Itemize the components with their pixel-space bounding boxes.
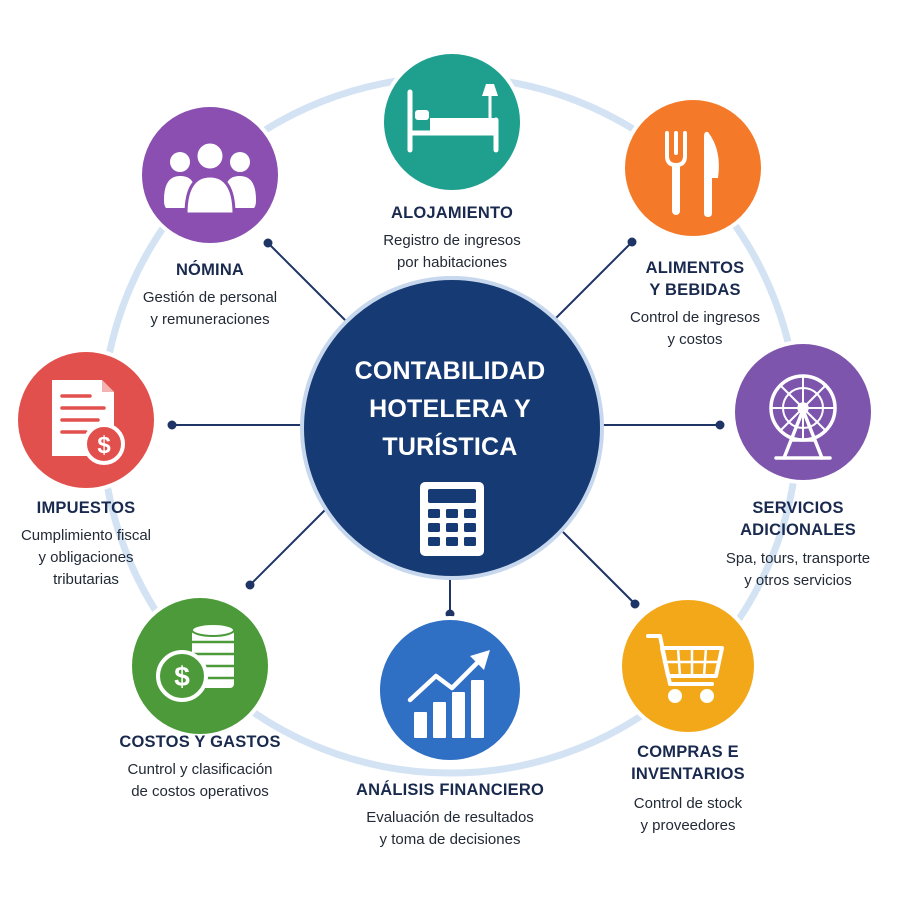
connectors <box>167 237 725 619</box>
servicios-title-line-2: ADICIONALES <box>740 521 856 539</box>
servicios-desc-line-1: Spa, tours, transporte <box>725 550 871 567</box>
node-nomina <box>138 103 282 247</box>
analisis-desc-line-2: y toma de decisiones <box>379 831 521 848</box>
alimentos-title-line-1: ALIMENTOS <box>645 259 745 277</box>
impuestos-description: Cumplimiento fiscal y obligaciones tribu… <box>0 525 172 591</box>
alojamiento-description: Registro de ingresos por habitaciones <box>342 230 562 274</box>
servicios-description: Spa, tours, transporte y otros servicios <box>700 548 896 592</box>
center-title-line-1: CONTABILIDAD <box>354 357 546 385</box>
impuestos-desc-line-1: Cumplimiento fiscal <box>20 527 152 544</box>
alimentos-desc-line-2: y costos <box>667 331 723 348</box>
node-alimentos-circle <box>621 96 765 240</box>
node-alojamiento <box>380 50 524 194</box>
costos-title: COSTOS Y GASTOS <box>100 731 300 753</box>
costos-description: Cuntrol y clasificación de costos operat… <box>90 759 310 803</box>
coins-icon: $ <box>156 623 235 702</box>
center-circle <box>300 276 604 580</box>
nomina-description: Gestión de personal y remuneraciones <box>110 287 310 331</box>
analisis-description: Evaluación de resultados y toma de decis… <box>336 807 564 851</box>
alimentos-title: ALIMENTOS Y BEBIDAS <box>600 257 790 301</box>
center-title-line-2: HOTELERA Y <box>369 395 531 423</box>
servicios-title: SERVICIOS ADICIONALES <box>700 497 896 541</box>
analisis-desc-line-1: Evaluación de resultados <box>366 809 534 826</box>
alimentos-desc-line-1: Control de ingresos <box>629 309 761 326</box>
alimentos-title-line-2: Y BEBIDAS <box>649 281 741 299</box>
svg-text:$: $ <box>174 661 190 692</box>
alojamiento-desc-line-2: por habitaciones <box>396 254 508 271</box>
impuestos-desc-line-2: y obligaciones <box>38 549 134 566</box>
servicios-desc-line-2: y otros servicios <box>744 572 852 589</box>
compras-desc-line-2: y proveedores <box>640 817 736 834</box>
connector-nomina <box>267 242 349 324</box>
node-servicios <box>731 340 875 484</box>
node-compras-circle <box>618 596 758 736</box>
connector-costos <box>249 509 326 586</box>
analisis-title: ANÁLISIS FINANCIERO <box>336 779 564 801</box>
nomina-title-line-1: NÓMINA <box>175 261 245 279</box>
center-title: CONTABILIDAD HOTELERA Y TURÍSTICA <box>320 352 580 466</box>
node-compras <box>618 596 758 736</box>
alojamiento-title-line-1: ALOJAMIENTO <box>391 204 513 222</box>
compras-title-line-2: INVENTARIOS <box>631 765 745 783</box>
connector-compras <box>562 531 636 605</box>
compras-title-line-1: COMPRAS E <box>637 743 739 761</box>
node-costos: $ <box>128 594 272 738</box>
people-icon <box>164 140 256 216</box>
impuestos-desc-line-3: tributarias <box>53 571 119 588</box>
connector-alimentos <box>551 241 633 323</box>
servicios-title-line-1: SERVICIOS <box>752 499 844 517</box>
shopping-cart-icon <box>646 634 724 703</box>
center-title-line-3: TURÍSTICA <box>382 433 518 461</box>
node-analisis <box>376 616 524 764</box>
analisis-title-line-1: ANÁLISIS FINANCIERO <box>355 781 545 799</box>
tax-document-icon: $ <box>52 380 125 465</box>
ferris-wheel-icon <box>769 374 837 460</box>
nomina-desc-line-1: Gestión de personal <box>142 289 278 306</box>
alojamiento-desc-line-1: Registro de ingresos <box>383 232 521 249</box>
node-impuestos: $ <box>14 348 158 492</box>
fork-knife-icon <box>665 131 719 217</box>
calculator-icon <box>420 482 484 556</box>
growth-chart-icon <box>407 650 490 738</box>
alojamiento-title: ALOJAMIENTO <box>352 202 552 224</box>
costos-title-line-1: COSTOS Y GASTOS <box>119 733 281 751</box>
costos-desc-line-2: de costos operativos <box>131 783 269 800</box>
nomina-title: NÓMINA <box>120 259 300 281</box>
impuestos-title: IMPUESTOS <box>0 497 172 519</box>
compras-desc-line-1: Control de stock <box>633 795 743 812</box>
node-alimentos <box>621 96 765 240</box>
alimentos-description: Control de ingresos y costos <box>590 307 800 351</box>
bed-icon <box>407 84 499 153</box>
impuestos-title-line-1: IMPUESTOS <box>36 499 136 517</box>
compras-title: COMPRAS E INVENTARIOS <box>593 741 783 785</box>
node-analisis-circle <box>376 616 524 764</box>
costos-desc-line-1: Cuntrol y clasificación <box>127 761 273 778</box>
compras-description: Control de stock y proveedores <box>593 793 783 837</box>
nomina-desc-line-2: y remuneraciones <box>150 311 270 328</box>
svg-text:$: $ <box>97 432 111 459</box>
